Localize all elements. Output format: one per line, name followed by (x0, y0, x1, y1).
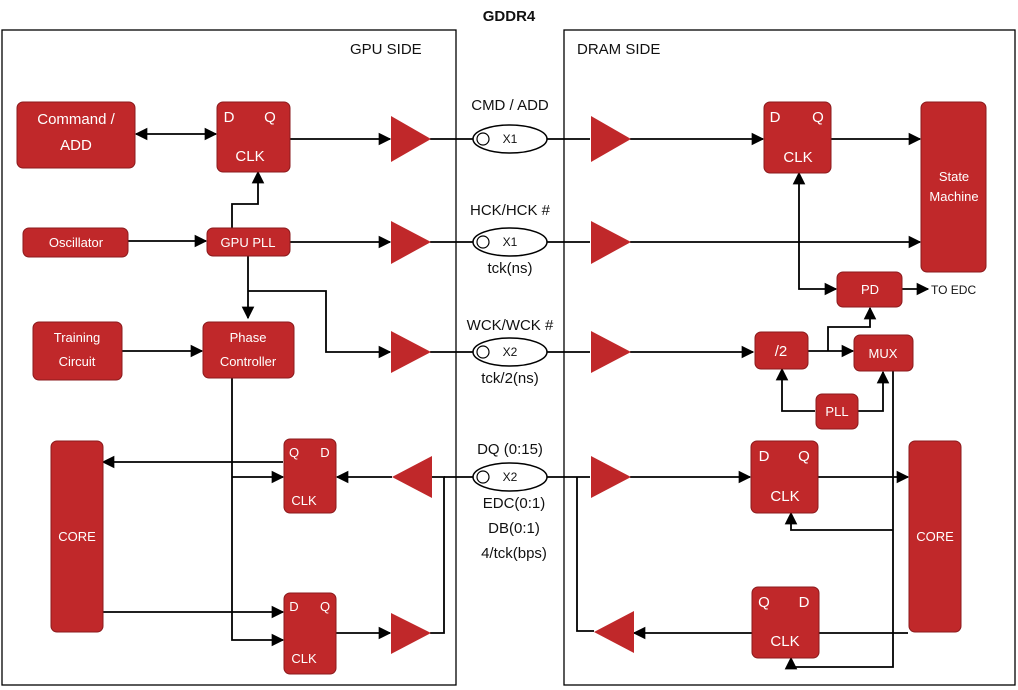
ff-clk-pin: CLK (770, 488, 799, 505)
phase-controller-block: Phase Controller (202, 321, 295, 379)
gpu-side-label: GPU SIDE (350, 41, 422, 58)
state-machine-block: State Machine (920, 101, 987, 273)
training-line2: Circuit (59, 354, 96, 369)
ff-d-pin: D (799, 594, 810, 611)
channel-cmd: CMD / ADD X1 (471, 97, 549, 154)
gpu-cmd-buffer (391, 116, 431, 162)
phase-line2: Controller (220, 354, 277, 369)
channel-dq-label: DQ (0:15) (477, 441, 543, 458)
div2-label: /2 (775, 343, 788, 360)
channel-dq-mult: X2 (503, 470, 518, 484)
ff-clk-pin: CLK (291, 493, 317, 508)
mux-label: MUX (869, 346, 898, 361)
state-machine-line2: Machine (929, 189, 978, 204)
dram-dq-in-flipflop: D Q CLK (750, 440, 819, 514)
dram-core-block: CORE (908, 440, 962, 633)
channel-hck-label: HCK/HCK # (470, 202, 551, 219)
phase-line1: Phase (230, 330, 267, 345)
ff-clk-pin: CLK (783, 149, 812, 166)
channel-wck: WCK/WCK # X2 tck/2(ns) (467, 317, 554, 387)
gpu-dq-in-flipflop: Q D CLK (283, 438, 337, 514)
ff-d-pin: D (289, 599, 298, 614)
ff-q-pin: Q (812, 109, 824, 126)
oscillator-label: Oscillator (49, 235, 104, 250)
ff-q-pin: Q (320, 599, 330, 614)
channel-dq-sub1: EDC(0:1) (483, 495, 546, 512)
pd-label: PD (861, 282, 879, 297)
dram-cmd-flipflop: D Q CLK (763, 101, 832, 174)
ff-q-pin: Q (758, 594, 770, 611)
ff-d-pin: D (320, 445, 329, 460)
gpu-core-block: CORE (50, 440, 104, 633)
dram-pll-block: PLL (815, 393, 859, 430)
ff-q-pin: Q (798, 448, 810, 465)
channel-wck-label: WCK/WCK # (467, 317, 554, 334)
gpu-dq-in-buffer (392, 456, 432, 498)
state-machine-line1: State (939, 169, 969, 184)
to-edc-label: TO EDC (931, 283, 976, 297)
gpu-dq-out-flipflop: D Q CLK (283, 592, 337, 675)
div2-block: /2 (754, 331, 809, 370)
dram-dq-out-buffer (594, 611, 634, 653)
gpu-hck-buffer (391, 221, 431, 264)
dram-dq-out-flipflop: Q D CLK (751, 586, 820, 659)
dram-side-frame (563, 29, 1016, 686)
dram-dq-in-buffer (591, 456, 631, 498)
dram-side-label: DRAM SIDE (577, 41, 660, 58)
ff-d-pin: D (759, 448, 770, 465)
channel-dq: DQ (0:15) X2 EDC(0:1) DB(0:1) 4/tck(bps) (472, 441, 548, 562)
channel-dq-sub3: 4/tck(bps) (481, 545, 547, 562)
ff-q-pin: Q (289, 445, 299, 460)
training-circuit-block: Training Circuit (32, 321, 123, 381)
channel-hck: HCK/HCK # X1 tck(ns) (470, 202, 551, 277)
dram-pll-label: PLL (825, 404, 848, 419)
ff-clk-pin: CLK (291, 651, 317, 666)
channel-hck-sub: tck(ns) (488, 260, 533, 277)
ff-clk-pin: CLK (770, 633, 799, 650)
ff-clk-pin: CLK (235, 148, 264, 165)
gpu-pll-block: GPU PLL (206, 227, 291, 257)
gpu-core-label: CORE (58, 529, 96, 544)
ff-q-pin: Q (264, 109, 276, 126)
channel-wck-sub: tck/2(ns) (481, 370, 539, 387)
channel-wck-mult: X2 (503, 345, 518, 359)
dram-cmd-buffer (591, 116, 631, 162)
mux-block: MUX (853, 334, 914, 372)
diagram-title: GDDR4 (483, 8, 536, 25)
pd-block: PD (836, 271, 903, 308)
gpu-dq-out-buffer (391, 613, 431, 654)
channel-dq-sub2: DB(0:1) (488, 520, 540, 537)
channel-cmd-label: CMD / ADD (471, 97, 549, 114)
command-add-line2: ADD (60, 137, 92, 154)
ff-d-pin: D (224, 109, 235, 126)
gpu-side-frame (1, 29, 457, 686)
command-add-line1: Command / (37, 111, 115, 128)
channel-cmd-mult: X1 (503, 132, 518, 146)
ff-d-pin: D (770, 109, 781, 126)
gpu-cmd-flipflop: D Q CLK (216, 101, 291, 173)
dram-wck-buffer (591, 331, 631, 373)
oscillator-block: Oscillator (22, 227, 129, 258)
training-line1: Training (54, 330, 100, 345)
dram-core-label: CORE (916, 529, 954, 544)
command-add-block: Command / ADD (16, 101, 136, 169)
gpu-pll-label: GPU PLL (221, 235, 276, 250)
channel-hck-mult: X1 (503, 235, 518, 249)
gpu-wck-buffer (391, 331, 431, 373)
dram-hck-buffer (591, 221, 631, 264)
